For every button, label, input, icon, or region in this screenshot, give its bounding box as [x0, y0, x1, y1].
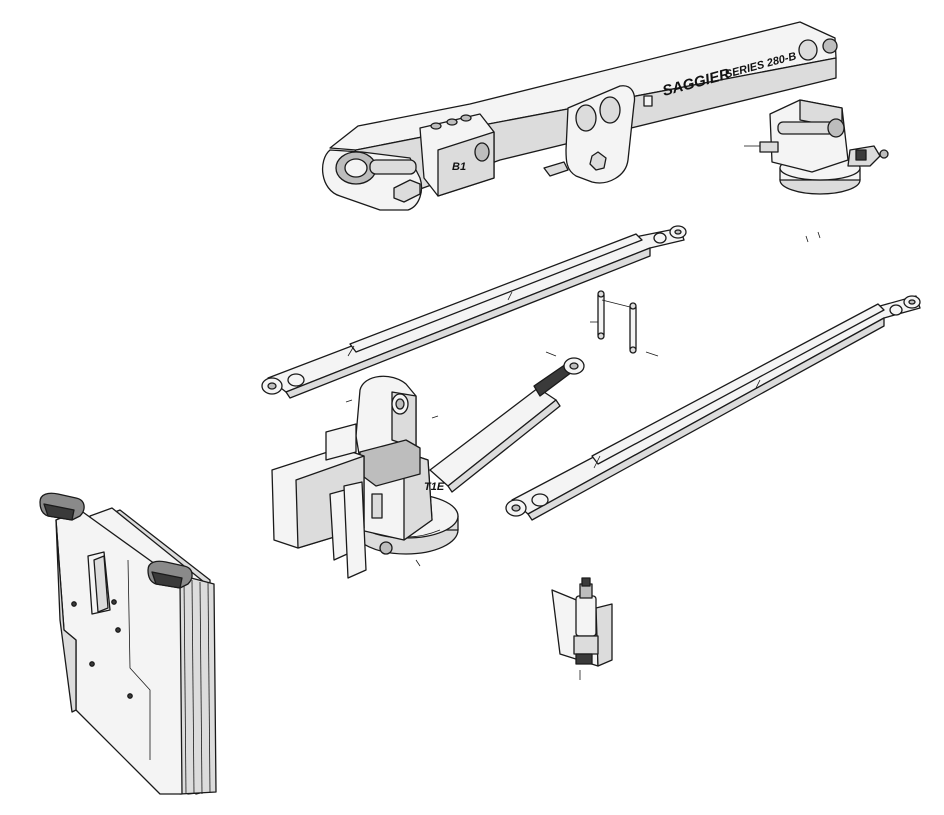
main-boom-arm: B1 SAGGIER SERIES 280-B	[321, 21, 838, 211]
counterweight-plate-stack	[39, 492, 217, 795]
drive-motor-unit	[551, 577, 613, 680]
turret-base-assembly: T1E	[271, 351, 585, 579]
upper-link-rod	[261, 225, 687, 399]
boom-mark-label: B1	[452, 161, 466, 173]
lower-link-rod	[505, 295, 921, 521]
turret-mark-label: T1E	[424, 481, 445, 493]
small-link-pair	[590, 290, 659, 357]
mounting-bracket	[744, 99, 889, 195]
